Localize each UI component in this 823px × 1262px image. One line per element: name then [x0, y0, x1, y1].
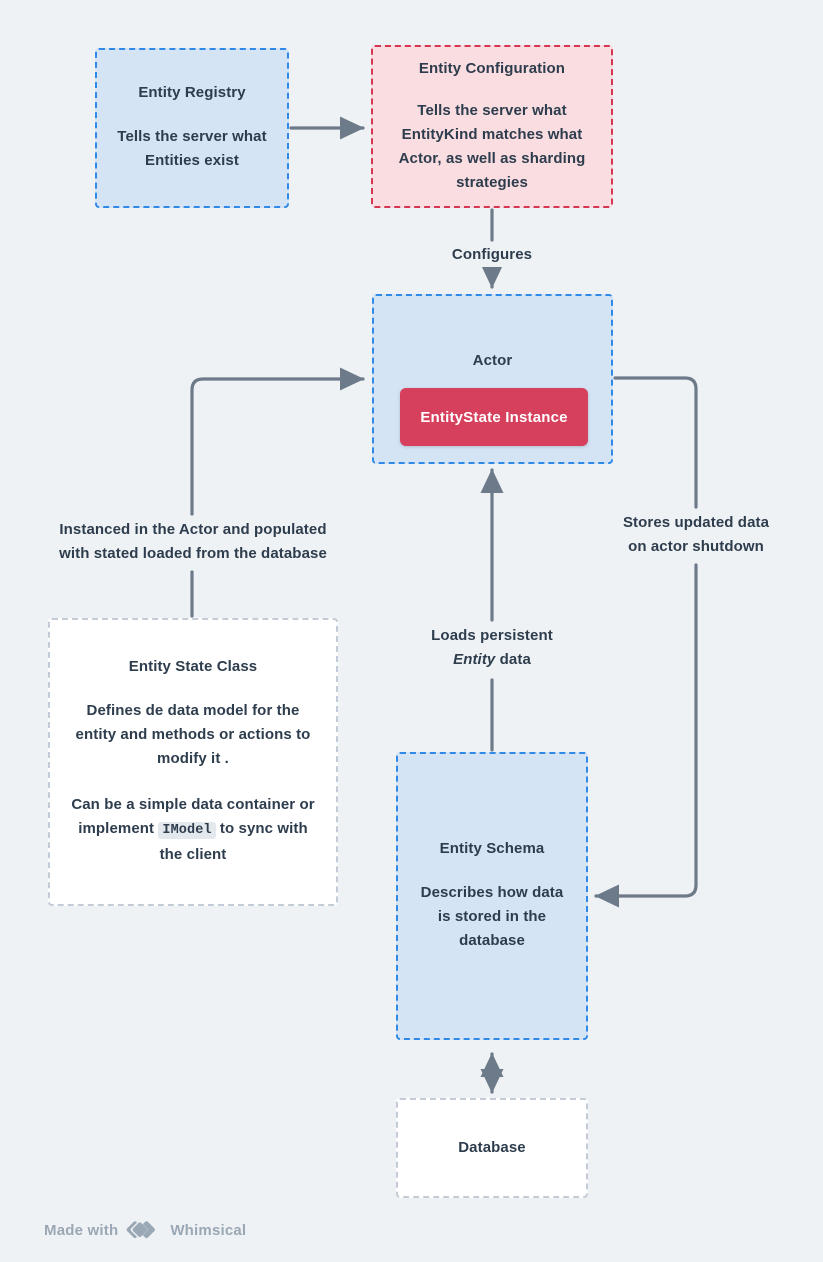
whimsical-attribution[interactable]: Made with Whimsical — [44, 1219, 246, 1241]
entity-schema-body: Describes how data is stored in the data… — [421, 881, 564, 953]
entitystate-instance-label: EntityState Instance — [420, 408, 568, 426]
entity-configuration-body-line-4: strategies — [456, 173, 528, 191]
imodel-code-token: IModel — [158, 822, 216, 839]
edge-label-configures: Configures — [411, 243, 573, 267]
whimsical-logo-icon — [126, 1221, 156, 1239]
entity-state-class-p1-line-2: entity and methods or actions to — [75, 726, 311, 743]
edge-label-stores-line-2: on actor shutdown — [628, 538, 764, 555]
entity-state-class-paragraph-2: Can be a simple data container or implem… — [71, 793, 314, 867]
connector-stateclass-to-actor-upper — [190, 367, 365, 516]
edge-label-stores-updated-data: Stores updated data on actor shutdown — [605, 511, 787, 559]
entity-state-class-p2-line-3: the client — [159, 846, 227, 863]
entity-configuration-body-line-1: Tells the server what — [417, 101, 567, 119]
actor-title: Actor — [472, 352, 513, 369]
entity-schema-body-line-1: Describes how data — [420, 884, 564, 901]
edge-label-loads-line-2: Entity data — [402, 648, 582, 672]
edge-label-stores-line-1: Stores updated data — [622, 514, 770, 531]
entity-state-class-p1-line-1: Defines de data model for the — [86, 702, 300, 719]
node-database[interactable]: Database — [396, 1098, 588, 1198]
edge-label-instanced: Instanced in the Actor and populated wit… — [33, 518, 353, 566]
node-entity-registry[interactable]: Entity Registry Tells the server what En… — [95, 48, 289, 208]
entity-schema-title: Entity Schema — [439, 840, 545, 857]
entity-configuration-body-line-3: Actor, as well as sharding — [398, 149, 586, 167]
edge-label-instanced-line-2: with stated loaded from the database — [59, 545, 327, 562]
entity-state-class-paragraph-1: Defines de data model for the entity and… — [76, 699, 311, 771]
edge-label-loads-line-1: Loads persistent — [431, 627, 553, 644]
entity-registry-body-line-2: Entities exist — [145, 152, 239, 169]
connector-actor-to-schema-upper — [613, 376, 698, 509]
made-with-label: Made with — [44, 1221, 119, 1239]
entity-state-class-title: Entity State Class — [128, 658, 258, 675]
entity-state-class-p2-line-2: implement IModel to sync with — [71, 817, 314, 843]
entity-configuration-body-line-2: EntityKind matches what — [401, 125, 583, 143]
edge-label-loads-persistent-entity-data: Loads persistent Entity data — [402, 624, 582, 672]
entity-schema-body-line-3: database — [459, 932, 525, 949]
edge-label-instanced-line-1: Instanced in the Actor and populated — [59, 521, 327, 538]
entity-schema-body-line-2: is stored in the — [437, 908, 547, 925]
node-entity-configuration[interactable]: Entity Configuration Tells the server wh… — [371, 45, 613, 208]
entity-registry-body-line-1: Tells the server what — [117, 128, 267, 145]
entity-state-class-p2-before: implement — [78, 820, 155, 837]
edge-label-loads-line-2-rest: data — [499, 651, 531, 668]
entity-registry-body: Tells the server what Entities exist — [117, 125, 266, 173]
entity-registry-title: Entity Registry — [138, 84, 246, 101]
node-entity-state-class[interactable]: Entity State Class Defines de data model… — [48, 618, 338, 906]
entity-state-class-p1-line-3: modify it . — [157, 750, 229, 767]
node-entity-schema[interactable]: Entity Schema Describes how data is stor… — [396, 752, 588, 1040]
whimsical-brand-label: Whimsical — [170, 1221, 247, 1239]
entity-state-class-p2-after: to sync with — [219, 820, 308, 837]
entity-configuration-title: Entity Configuration — [418, 59, 566, 77]
entity-state-class-p2-line-1: Can be a simple data container or — [71, 796, 315, 813]
database-title: Database — [458, 1139, 526, 1156]
entity-configuration-body: Tells the server what EntityKind matches… — [399, 99, 586, 195]
node-entitystate-instance[interactable]: EntityState Instance — [400, 388, 588, 446]
connector-actor-to-schema-lower — [594, 563, 698, 908]
edge-label-loads-entity-emphasis: Entity — [453, 651, 496, 668]
